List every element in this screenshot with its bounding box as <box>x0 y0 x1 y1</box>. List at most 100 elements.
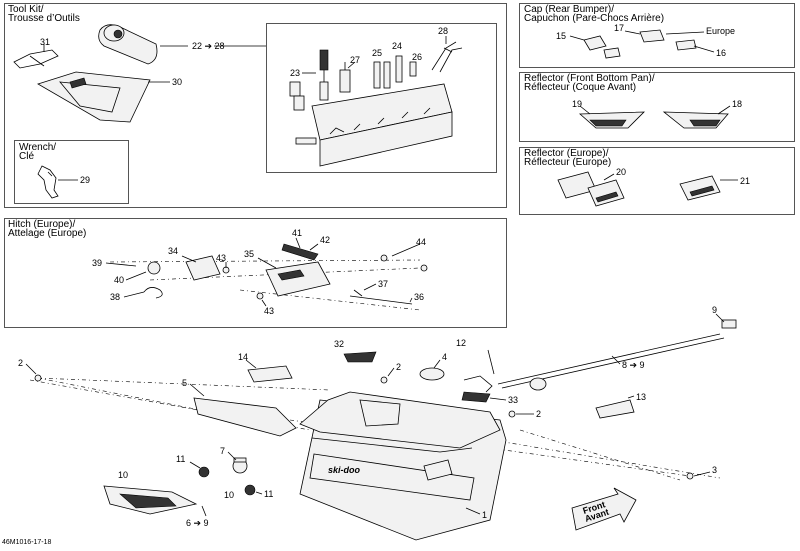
taillight <box>103 485 198 515</box>
callout-26: 26 <box>412 52 422 62</box>
callout-9: 9 <box>712 305 717 315</box>
hitch-panel <box>4 218 507 328</box>
wrench-title-fr: Clé <box>19 151 35 162</box>
small-tool <box>409 61 417 77</box>
callout-16: 16 <box>716 48 726 58</box>
callout-28: 28 <box>438 26 448 36</box>
decal-14 <box>247 365 293 383</box>
side-panel <box>193 397 297 437</box>
callout-21: 21 <box>740 176 750 186</box>
hitch-title-en: Hitch (Europe)/ <box>8 219 76 230</box>
tool-kit-title-en: Tool Kit/ <box>8 4 44 15</box>
callout-18: 18 <box>732 99 742 109</box>
wrench <box>37 165 59 199</box>
callout-10-right: 10 <box>224 490 234 500</box>
europe-label: Europe <box>706 26 735 36</box>
front-arrow-icon <box>571 487 637 531</box>
tool-pouch <box>98 24 158 65</box>
callout-39: 39 <box>92 258 102 268</box>
footer-code: 46M1016-17-18 <box>2 539 52 546</box>
grille-33 <box>461 391 491 403</box>
callout-15: 15 <box>556 31 566 41</box>
callout-42: 42 <box>320 235 330 245</box>
pliers <box>431 41 463 73</box>
callout-38: 38 <box>110 292 120 302</box>
reflector-front-panel <box>519 72 795 142</box>
hood-body <box>299 391 507 541</box>
callout-33: 33 <box>508 395 518 405</box>
callout-19: 19 <box>572 99 582 109</box>
skidoo-logo: ski-doo <box>328 465 361 475</box>
callout-1: 1 <box>482 510 487 520</box>
callout-17: 17 <box>614 23 624 33</box>
callout-20: 20 <box>616 167 626 177</box>
cap-europe-bottom <box>603 39 697 59</box>
wrench-title-en: Wrench/ <box>19 142 57 153</box>
callout-8: 8 ➔ 9 <box>622 360 645 370</box>
callout-36: 36 <box>414 292 424 302</box>
callout-44: 44 <box>416 237 426 247</box>
cap-title-en: Cap (Rear Bumper)/ <box>524 4 615 15</box>
callout-32: 32 <box>334 339 344 349</box>
bulb <box>232 457 248 474</box>
callout-10-left: 10 <box>118 470 128 480</box>
callout-5: 5 <box>182 378 187 388</box>
hitch-pin <box>349 289 413 305</box>
reflector-front-title-en: Reflector (Front Bottom Pan)/ <box>524 73 655 84</box>
callout-24: 24 <box>392 41 402 51</box>
callout-25: 25 <box>372 48 382 58</box>
open-wrench <box>395 55 403 83</box>
callout-43-top: 43 <box>216 253 226 263</box>
callout-12: 12 <box>456 338 466 348</box>
cap-right <box>639 29 665 43</box>
callout-31: 31 <box>40 37 50 47</box>
reflector-right <box>662 111 729 129</box>
callout-7: 7 <box>220 446 225 456</box>
callout-11-bottom: 11 <box>264 489 273 499</box>
tool-tray <box>37 71 151 123</box>
callout-34: 34 <box>168 246 178 256</box>
callout-2-mid: 2 <box>396 362 401 372</box>
callout-30: 30 <box>172 77 182 87</box>
rear-rod <box>497 319 737 389</box>
feeler-rods <box>373 61 391 89</box>
callout-2-left: 2 <box>18 358 23 368</box>
callout-13: 13 <box>636 392 646 402</box>
callout-14: 14 <box>238 352 248 362</box>
wrench-panel <box>14 140 129 204</box>
callout-22: 22 ➔ 28 <box>192 41 225 51</box>
decal-13 <box>595 399 635 419</box>
callout-37: 37 <box>378 279 388 289</box>
reflector-europe-a <box>557 171 625 207</box>
hitch-ring <box>143 261 163 299</box>
callout-43-bottom: 43 <box>264 306 274 316</box>
badge-4 <box>419 367 445 381</box>
callout-41: 41 <box>292 228 302 238</box>
spark-plug-socket <box>339 62 351 93</box>
callout-40: 40 <box>114 275 124 285</box>
callout-27: 27 <box>350 55 360 65</box>
vent-32 <box>343 351 377 363</box>
hitch-plate <box>281 243 319 261</box>
bracket-12 <box>463 349 495 393</box>
hitch-bracket <box>185 255 221 281</box>
callout-2-right: 2 <box>536 409 541 419</box>
tool-holder <box>295 83 453 167</box>
callout-4: 4 <box>442 352 447 362</box>
strap <box>13 49 59 69</box>
reflector-europe-title-en: Reflector (Europe)/ <box>524 148 609 159</box>
callout-11-top: 11 <box>176 454 185 464</box>
callout-6: 6 ➔ 9 <box>186 518 209 528</box>
callout-29: 29 <box>80 175 90 185</box>
callout-3: 3 <box>712 465 717 475</box>
reflector-europe-b <box>679 175 721 201</box>
reflector-left <box>578 111 645 129</box>
knob <box>529 377 547 391</box>
reflector-front-title-fr: Réflecteur (Coque Avant) <box>524 82 637 93</box>
hitch-title-fr: Attelage (Europe) <box>8 228 87 239</box>
tool-kit-title-fr: Trousse d’Outils <box>8 13 80 24</box>
callout-35: 35 <box>244 249 254 259</box>
hitch-body <box>265 261 331 297</box>
reflector-europe-title-fr: Réflecteur (Europe) <box>524 157 612 168</box>
